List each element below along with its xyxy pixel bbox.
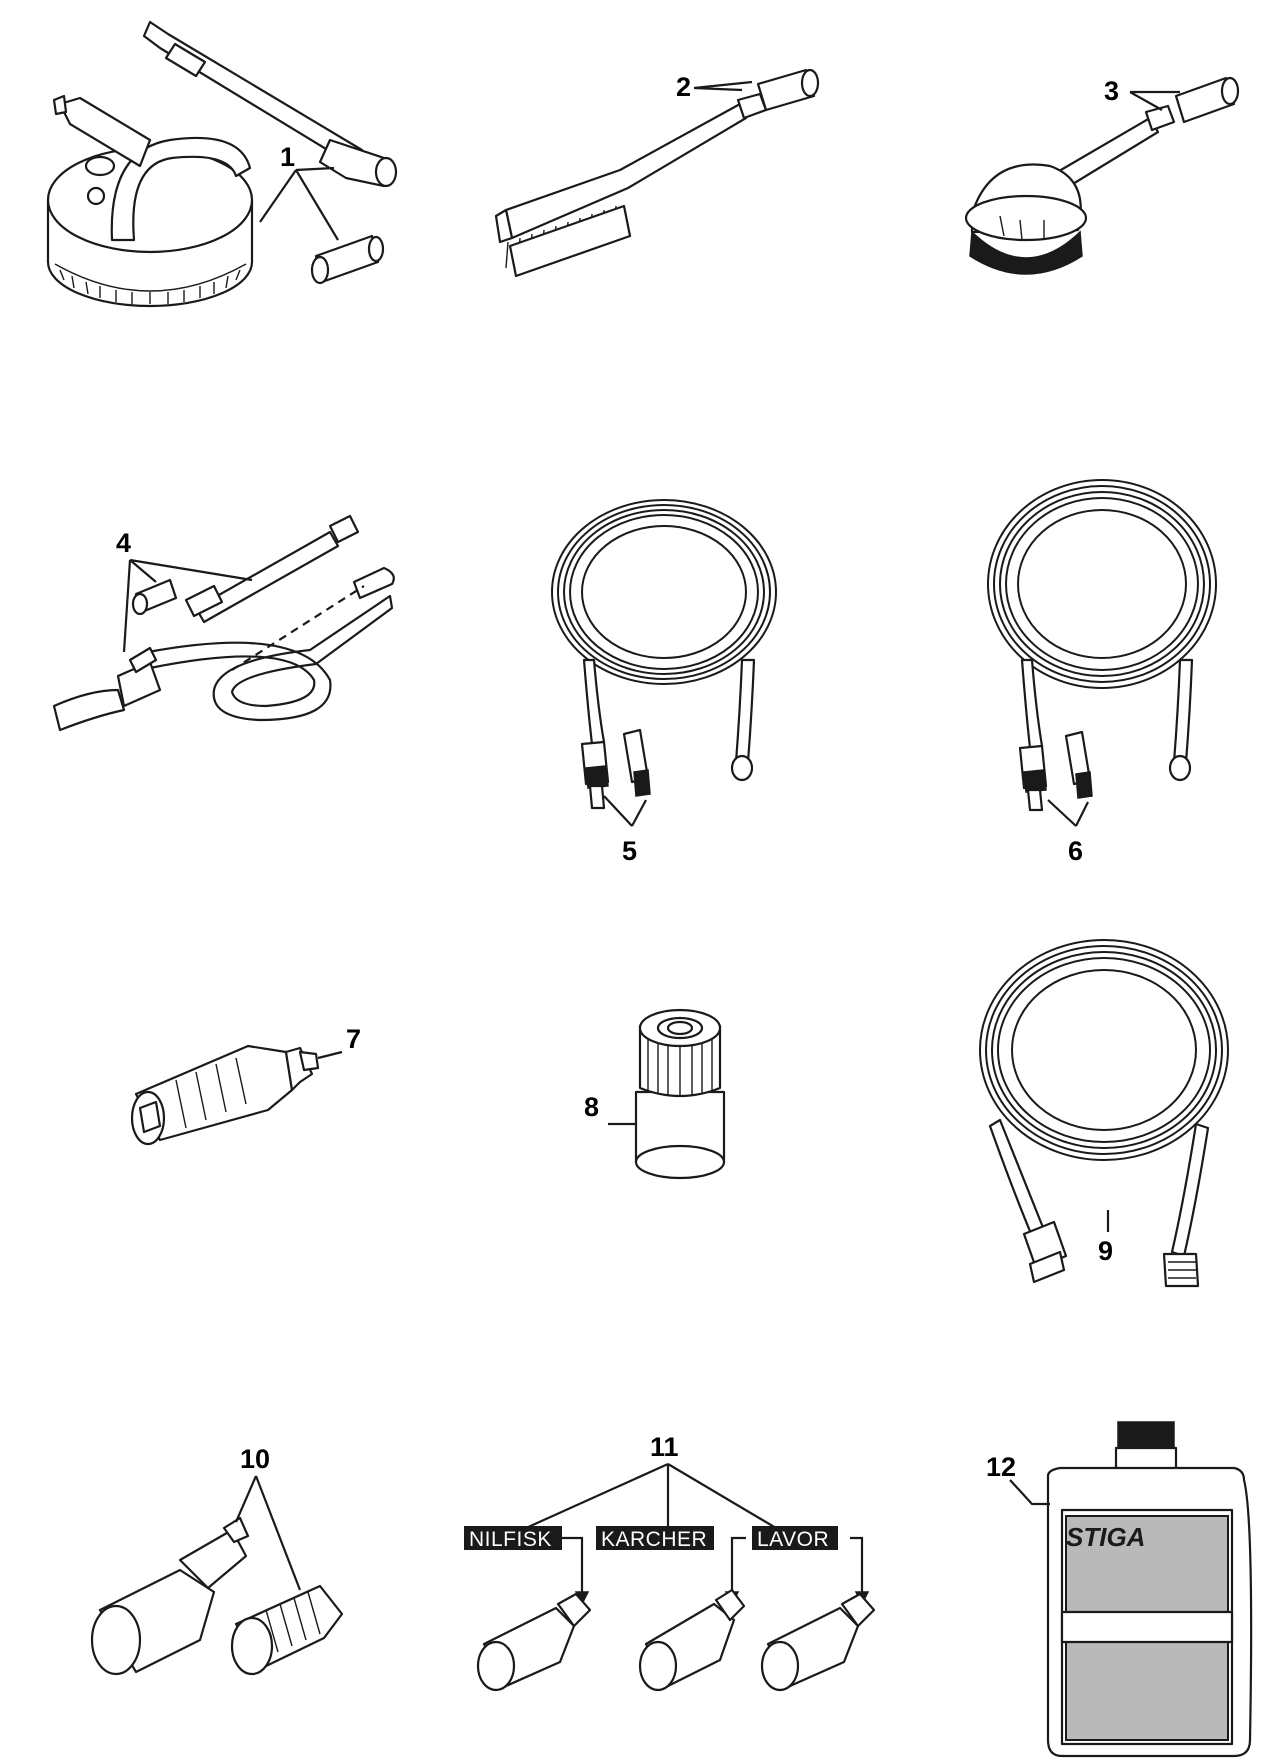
bottle-brand-label: STIGA bbox=[1066, 1522, 1145, 1552]
callout-2: 2 bbox=[676, 72, 691, 102]
callout-4: 4 bbox=[116, 528, 131, 558]
brand-tag-nilfisk: NILFISK bbox=[464, 1526, 562, 1551]
extension-hose-icon bbox=[979, 939, 1229, 1288]
callout-10: 10 bbox=[240, 1444, 270, 1474]
callout-11: 11 bbox=[650, 1432, 679, 1462]
turbo-nozzle-icon bbox=[90, 1475, 344, 1676]
patio-cleaner-icon bbox=[46, 20, 398, 308]
adapter-icon bbox=[608, 1008, 726, 1180]
callout-8: 8 bbox=[584, 1092, 599, 1122]
callout-7: 7 bbox=[346, 1024, 361, 1054]
nozzle-icon bbox=[130, 1044, 343, 1146]
brand-tag-lavor: LAVOR bbox=[752, 1526, 838, 1551]
brand-tag-label: LAVOR bbox=[757, 1528, 829, 1551]
callout-12: 12 bbox=[986, 1452, 1016, 1482]
callout-6: 6 bbox=[1068, 836, 1083, 866]
callout-5: 5 bbox=[622, 836, 637, 866]
brand-tag-karcher: KARCHER bbox=[596, 1526, 714, 1551]
hose-reel-icon bbox=[551, 499, 777, 827]
callout-1: 1 bbox=[280, 142, 295, 172]
rotary-brush-icon bbox=[964, 76, 1240, 275]
brand-tag-label: KARCHER bbox=[601, 1528, 707, 1551]
pipe-cleaning-kit-icon bbox=[52, 514, 395, 732]
hose-reel-icon bbox=[987, 479, 1217, 827]
brand-adapter-icon bbox=[476, 1462, 876, 1692]
callout-9: 9 bbox=[1098, 1236, 1113, 1266]
flat-brush-icon bbox=[494, 68, 820, 278]
brand-tag-label: NILFISK bbox=[469, 1528, 552, 1551]
callout-3: 3 bbox=[1104, 76, 1119, 106]
detergent-bottle-icon bbox=[1009, 1421, 1253, 1758]
